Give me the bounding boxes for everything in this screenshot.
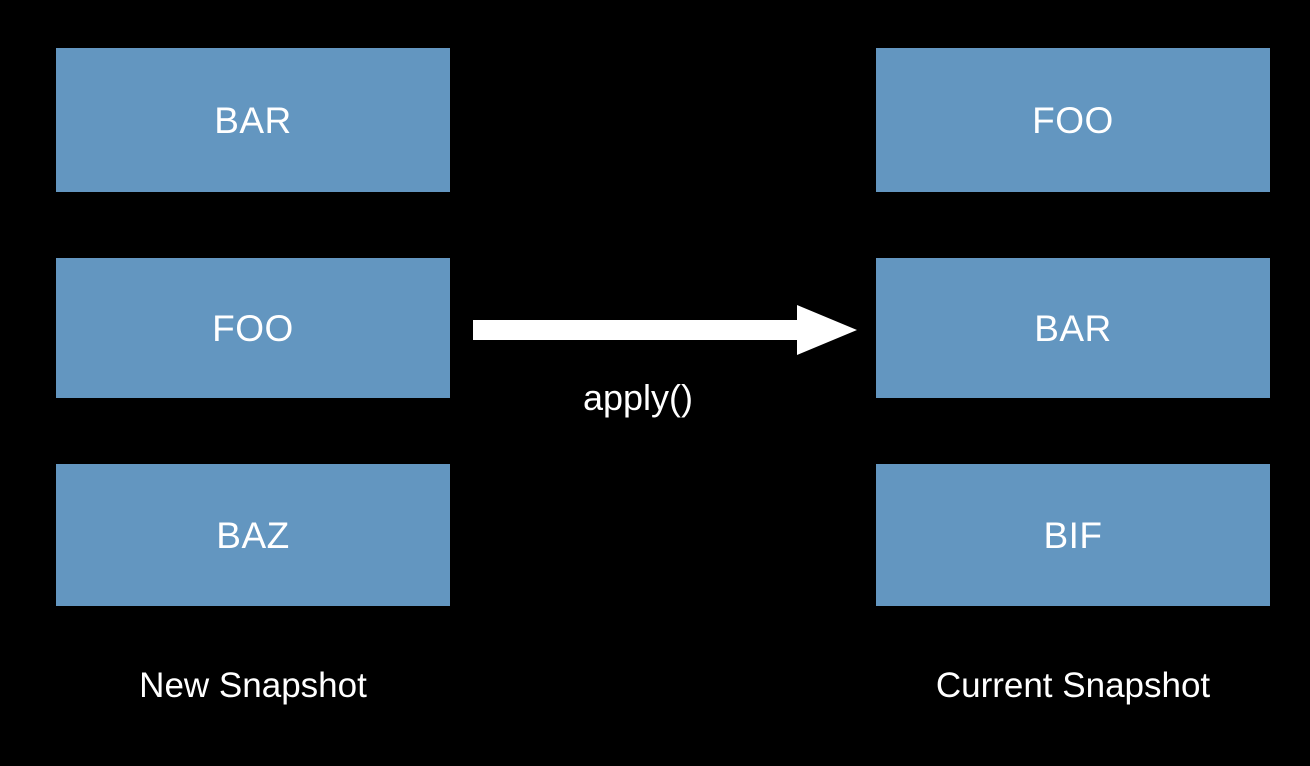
current-snapshot-box-2[interactable]: BIF [876,464,1270,606]
current-snapshot-box-0[interactable]: FOO [876,48,1270,192]
current-snapshot-box-1[interactable]: BAR [876,258,1270,398]
node-label: BAR [1034,307,1112,349]
node-label: FOO [212,307,294,349]
apply-arrow-group [471,300,861,360]
current-snapshot-caption: Current Snapshot [935,666,1211,705]
node-label: BAZ [216,514,290,556]
new-snapshot-box-1[interactable]: FOO [56,258,450,398]
node-label: FOO [1032,99,1114,141]
node-label: BAR [214,99,292,141]
apply-arrow-label: apply() [582,377,694,418]
new-snapshot-box-2[interactable]: BAZ [56,464,450,606]
new-snapshot-caption: New Snapshot [139,666,367,705]
node-label: BIF [1043,514,1103,556]
new-snapshot-box-0[interactable]: BAR [56,48,450,192]
right-arrow-icon [473,305,857,355]
